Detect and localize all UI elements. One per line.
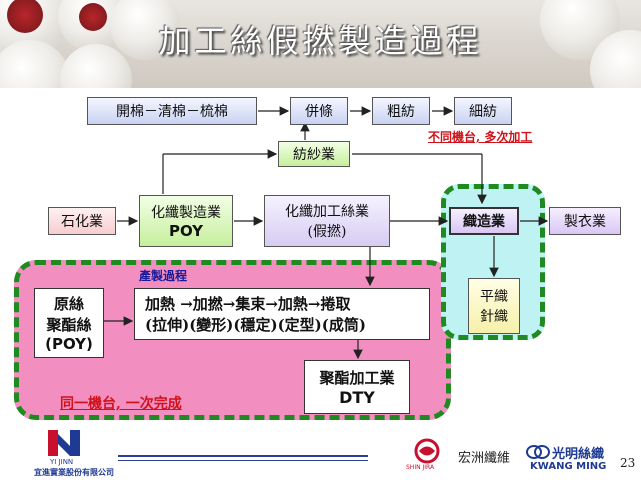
- node-label: 併條: [305, 104, 333, 120]
- node-label: 針織: [480, 309, 508, 325]
- kwang-ming-logo-icon: [526, 445, 550, 459]
- node-label: 紡紗業: [293, 147, 335, 163]
- node-label: 石化業: [61, 214, 103, 230]
- spinning-node: 細紡: [454, 97, 512, 125]
- footer-divider: [118, 455, 368, 457]
- same-machine-label: 同一機台, 一次完成: [60, 396, 182, 412]
- yarn-spool-image: [110, 0, 180, 60]
- node-label: 聚酯加工業: [319, 369, 395, 387]
- raw-yarn-node: 原絲 聚酯絲 (POY): [34, 288, 104, 358]
- node-label: POY: [168, 222, 204, 240]
- footer-divider: [118, 460, 368, 461]
- shin-jira-company-name: 宏洲纖維: [458, 451, 511, 466]
- process-title-label: 產製過程: [139, 269, 188, 283]
- node-label: 化纖製造業: [151, 205, 221, 221]
- roving-node: 粗紡: [372, 97, 430, 125]
- process-steps-node: 加熱 →加撚→集束→加熱→捲取 (拉伸)(變形)(穩定)(定型)(成筒): [134, 288, 430, 340]
- opening-cleaning-carding-node: 開棉－清棉－梳棉: [87, 97, 257, 125]
- page-title: 加工絲假撚製造過程: [158, 22, 483, 60]
- shin-jira-logo: [410, 438, 444, 466]
- fiber-processing-node: 化纖加工絲業 (假撚): [264, 195, 390, 247]
- shin-jira-logo-text: SHIN JIRA: [406, 464, 435, 471]
- kwang-ming-logo: [526, 444, 550, 460]
- node-label: 平織: [480, 289, 508, 305]
- shin-jira-logo-icon: [414, 438, 440, 464]
- different-machines-label: 不同機台, 多次加工: [428, 130, 533, 144]
- yi-jinn-logo: [40, 428, 100, 462]
- node-label: 加熱 →加撚→集束→加熱→捲取: [145, 295, 351, 313]
- yi-jinn-logo-icon: [48, 430, 80, 456]
- node-label: 聚酯絲: [46, 316, 92, 334]
- node-label: 粗紡: [387, 104, 415, 120]
- node-label: 細紡: [469, 104, 497, 120]
- page-number: 23: [620, 456, 636, 470]
- spun-yarn-node: 紡紗業: [278, 141, 350, 167]
- node-label: (POY): [45, 335, 93, 353]
- dty-node: 聚酯加工業 DTY: [304, 360, 410, 414]
- petrochemical-node: 石化業: [48, 207, 116, 235]
- node-label: (拉伸)(變形)(穩定)(定型)(成筒): [145, 316, 366, 334]
- node-label: DTY: [339, 388, 375, 407]
- node-label: 製衣業: [564, 214, 606, 230]
- drawing-node: 併條: [290, 97, 348, 125]
- garment-node: 製衣業: [549, 207, 621, 235]
- node-label: (假撚): [307, 224, 347, 240]
- fiber-manufacturing-node: 化纖製造業 POY: [139, 195, 233, 247]
- yi-jinn-logo-text: YI JINN: [50, 458, 74, 466]
- node-label: 原絲: [53, 295, 84, 313]
- kwang-ming-company-cn: 光明絲織: [552, 447, 605, 462]
- kwang-ming-company-en: KWANG MING: [530, 461, 607, 472]
- node-label: 開棉－清棉－梳棉: [116, 104, 228, 120]
- node-label: 織造業: [463, 214, 505, 230]
- node-label: 化纖加工絲業: [285, 204, 369, 220]
- woven-knit-node: 平織 針織: [468, 278, 520, 334]
- yi-jinn-company-name: 宜進實業股份有限公司: [34, 468, 114, 477]
- weaving-node: 織造業: [449, 207, 519, 235]
- title-banner: 加工絲假撚製造過程: [0, 0, 641, 88]
